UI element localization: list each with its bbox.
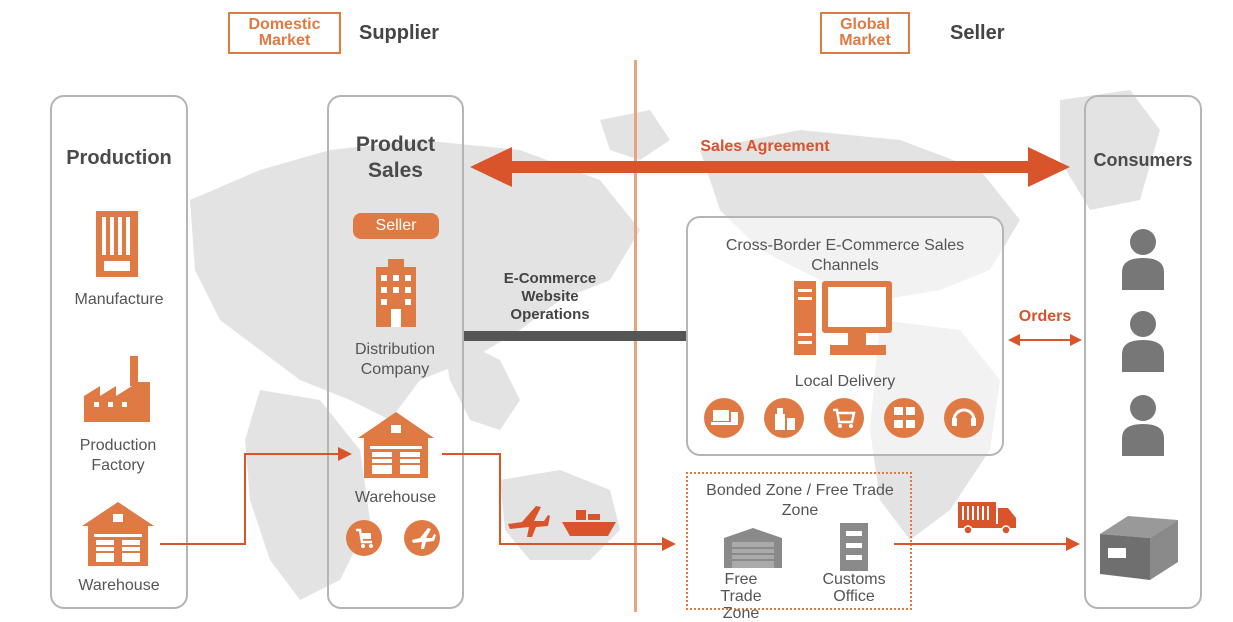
factory-label: Production Factory [79,437,157,474]
seller-badge-text: Seller [375,217,417,234]
supplier-header: Supplier [359,22,440,44]
warehouse-icon [82,502,154,566]
free-trade-label: Free Trade Zone [720,571,762,622]
seller-header: Seller [950,22,1005,44]
local-delivery-label: Local Delivery [794,373,896,390]
consumer-person-icon [1122,395,1164,456]
domestic-market-tag: Domestic Market [228,12,341,54]
global-market-tag: Global Market [820,12,910,54]
distribution-building-icon [376,259,416,327]
network-icon [884,398,924,438]
ecommerce-ops-label: E-Commerce Website Operations [503,270,597,323]
distribution-label: Distribution Company [354,341,436,378]
customs-label: Customs Office [822,571,886,605]
orders-label: Orders [1018,308,1072,325]
consumers-title: Consumers [1093,150,1193,170]
shopping-cart-icon [824,398,864,438]
cart-icon [346,520,382,556]
factory-icon [84,356,150,422]
free-trade-zone-icon [724,528,782,568]
consumers-box [1084,95,1202,609]
ecommerce-ops-connector [464,331,686,341]
domestic-market-text: Domestic Market [248,16,321,49]
ship-icon [562,510,616,536]
production-box [50,95,188,609]
airplane-round-icon [404,520,440,556]
computer-icon [794,281,892,355]
production-warehouse-label: Warehouse [78,577,160,594]
truck-icon [958,502,1016,535]
sales-agreement-label: Sales Agreement [700,138,830,155]
sales-warehouse-icon [358,412,434,478]
building-icon [96,211,138,277]
airplane-icon [508,506,550,537]
sales-agreement-arrow [470,147,1070,187]
global-market-text: Global Market [839,16,891,49]
seller-badge: Seller [353,213,439,239]
headset-icon [944,398,984,438]
consumer-person-icon [1122,311,1164,372]
manufacture-label: Manufacture [74,291,164,308]
orders-arrow [1008,334,1082,346]
package-box-icon [1100,516,1178,580]
product-sales-title: Product Sales [355,133,436,182]
consumer-person-icon [1122,229,1164,290]
sales-warehouse-label: Warehouse [354,489,437,506]
laptop-mobile-icon [704,398,744,438]
cosmetics-icon [764,398,804,438]
customs-office-icon [840,523,868,571]
bonded-zone-title: Bonded Zone / Free Trade Zone [706,482,894,519]
channels-title: Cross-Border E-Commerce Sales Channels [725,237,965,274]
bonded-zone-box [686,472,912,610]
production-title: Production [66,147,172,169]
product-sales-box [327,95,464,609]
